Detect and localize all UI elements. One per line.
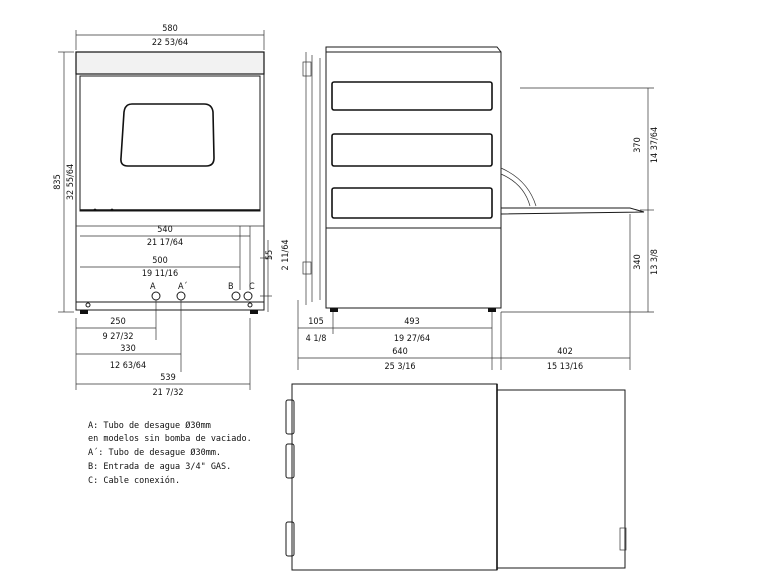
connection-a-circle [151, 291, 161, 301]
dim-250-mm: 250 [110, 317, 125, 327]
dim-640-mm: 640 [392, 347, 407, 357]
side-top-lip [325, 46, 502, 228]
dim-55-in: 2 11/64 [281, 239, 291, 270]
dim-370-mm: 370 [633, 137, 643, 152]
dim-402-mm: 402 [557, 347, 572, 357]
dim-402-in: 15 13/16 [547, 362, 583, 372]
dim-580-mm: 580 [162, 24, 177, 34]
legend-line-b: B: Entrada de agua 3/4" GAS. [88, 462, 231, 472]
top-body [291, 383, 498, 571]
dim-539-mm: 539 [160, 373, 175, 383]
door-window [120, 103, 215, 167]
dim-493-mm: 493 [404, 317, 419, 327]
dim-105-in: 4 1/8 [306, 334, 327, 344]
dim-330-mm: 330 [120, 344, 135, 354]
side-view: 370 14 37/64 340 13 3/8 105 4 1/8 493 19… [297, 46, 660, 372]
side-rear-fitting [302, 261, 312, 275]
label-a2: A´ [178, 281, 188, 292]
top-door-handle [619, 527, 627, 551]
label-a: A [150, 282, 156, 292]
legend-line-c: C: Cable conexión. [88, 475, 180, 486]
top-rear-pipe-2 [285, 443, 295, 479]
front-body [75, 73, 265, 311]
dim-340-in: 13 3/8 [650, 249, 660, 275]
door-screw [93, 208, 97, 212]
front-adjuster-right [247, 302, 253, 308]
connection-b-circle [231, 291, 241, 301]
side-foot-left [330, 308, 338, 312]
legend-line-a: A: Tubo de desague Ø30mm [88, 420, 211, 431]
connection-a2-circle [176, 291, 186, 301]
dim-580-in: 22 53/64 [152, 38, 188, 48]
side-door-swing-arc-inner [500, 173, 531, 207]
side-door-swing-arc [500, 167, 537, 207]
dim-500-mm: 500 [152, 256, 167, 266]
front-adjuster-left [85, 302, 91, 308]
front-foot-right [250, 310, 258, 314]
dim-340-mm: 340 [633, 254, 643, 269]
dim-493-in: 19 27/64 [394, 334, 430, 344]
dim-250-in: 9 27/32 [102, 332, 133, 342]
dim-540-mm: 540 [157, 225, 172, 235]
top-open-door [496, 389, 626, 569]
front-foot-left [80, 310, 88, 314]
legend-line-a2: A´: Tubo de desague Ø30mm. [88, 447, 221, 458]
legend-line-a-cont: en modelos sin bomba de vaciado. [88, 434, 252, 444]
connection-c-circle [243, 291, 253, 301]
dim-835-in: 32 55/64 [66, 164, 76, 200]
dim-500-in: 19 11/16 [142, 269, 178, 279]
dim-540-in: 21 17/64 [147, 238, 183, 248]
side-rack-3 [331, 187, 493, 219]
top-view [285, 383, 627, 571]
side-foot-right [488, 308, 496, 312]
dim-835-mm: 835 [53, 174, 63, 189]
dim-539-in: 21 7/32 [152, 388, 183, 398]
dim-330-in: 12 63/64 [110, 361, 146, 371]
label-b: B [228, 282, 234, 292]
front-top-panel [75, 51, 265, 75]
side-rear-pipes [305, 52, 321, 305]
legend: A: Tubo de desague Ø30mm en modelos sin … [88, 420, 252, 486]
top-rear-pipe-3 [285, 521, 295, 557]
dim-55-mm: 55 [265, 250, 275, 260]
side-rack-1 [331, 81, 493, 111]
front-door [79, 75, 261, 212]
dim-370-in: 14 37/64 [650, 127, 660, 163]
side-rear-fitting [302, 61, 312, 77]
label-c: C [249, 282, 255, 292]
side-lower-body [325, 227, 502, 309]
top-rear-pipe-1 [285, 399, 295, 435]
side-upper-body [325, 51, 502, 229]
side-open-door [500, 207, 645, 215]
front-view: A A´ B C 580 22 53/64 835 32 55/64 540 2… [53, 24, 291, 398]
dim-105-mm: 105 [308, 317, 323, 327]
door-screw [110, 208, 114, 212]
side-rack-2 [331, 133, 493, 167]
dim-640-in: 25 3/16 [384, 362, 415, 372]
